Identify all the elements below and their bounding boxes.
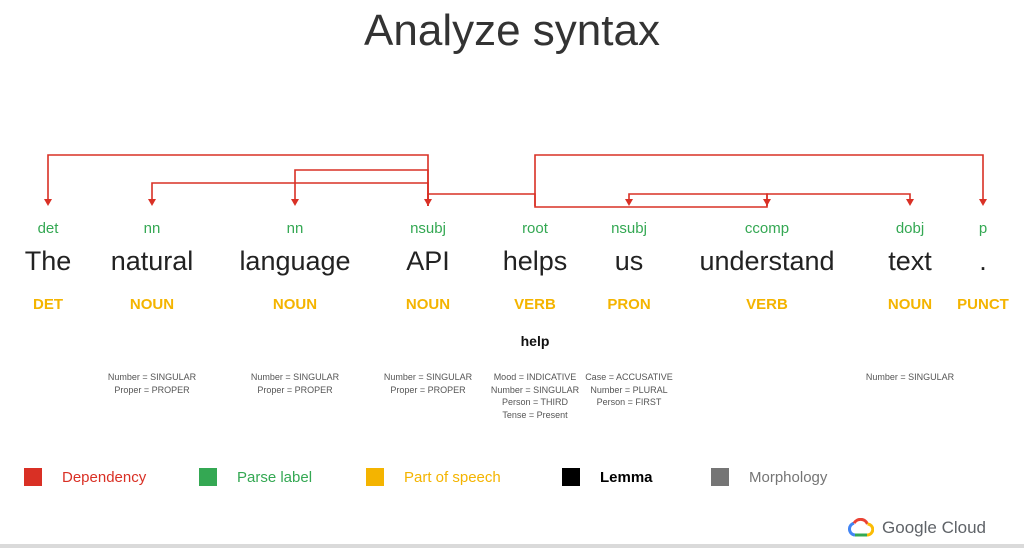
legend-item: Morphology <box>711 468 827 486</box>
parse-label: dobj <box>895 220 925 237</box>
morphology-feature: Person = FIRST <box>596 397 662 407</box>
morphology: Number = SINGULAR Proper = PROPER <box>363 371 493 396</box>
morphology-feature: Case = ACCUSATIVE <box>585 372 673 382</box>
parse-label: nn <box>143 220 161 237</box>
dependency-arc <box>424 193 536 206</box>
morphology: Case = ACCUSATIVE Number = PLURAL Person =… <box>564 371 694 409</box>
parse-label: ccomp <box>744 220 790 237</box>
dependency-arc <box>44 154 429 206</box>
part-of-speech: NOUN <box>405 296 451 313</box>
brand-name: Google Cloud <box>882 518 986 537</box>
morphology: Mood = INDICATIVE Number = SINGULAR Person… <box>470 371 600 421</box>
dependency-line <box>628 193 768 206</box>
part-of-speech: NOUN <box>887 296 933 313</box>
legend-item: Lemma <box>562 468 653 486</box>
parse-label: nsubj <box>410 220 446 237</box>
token-word: natural <box>110 246 194 276</box>
dependency-arc <box>534 154 987 206</box>
dependency-arrowhead <box>148 199 156 206</box>
token-word: us <box>614 246 644 276</box>
lemma: help <box>520 333 550 349</box>
part-of-speech: VERB <box>514 296 556 313</box>
dependency-arrowhead <box>291 199 299 206</box>
dependency-arrowhead <box>424 199 432 206</box>
legend-label: Lemma <box>600 468 653 486</box>
dependency-line <box>766 193 911 206</box>
dependency-line <box>47 154 429 206</box>
part-of-speech: DET <box>33 296 63 313</box>
page-title: Analyze syntax <box>364 6 660 55</box>
morphology-feature: Number = SINGULAR <box>107 372 197 382</box>
dependency-arrowhead <box>625 199 633 206</box>
dependency-arrowhead <box>979 199 987 206</box>
morphology-feature: Person = THIRD <box>501 397 569 407</box>
morphology: Number = SINGULAR Proper = PROPER <box>230 371 360 396</box>
dependency-arc <box>148 182 429 206</box>
dependency-arc <box>625 193 768 206</box>
dependency-swatch-icon <box>24 468 42 486</box>
token-word: API <box>406 246 450 276</box>
legend-label: Part of speech <box>404 468 501 486</box>
parse-label: nn <box>286 220 304 237</box>
legend: Dependency Parse label Part of speech Lemma… <box>0 468 1024 492</box>
morphology-feature: Proper = PROPER <box>257 384 333 395</box>
dependency-line <box>151 182 429 206</box>
token-word: understand <box>699 246 835 276</box>
morphology-feature: Number = SINGULAR <box>250 372 340 382</box>
morphology-feature: Number = PLURAL <box>590 384 668 395</box>
bottom-divider <box>0 544 1024 548</box>
legend-item: Part of speech <box>366 468 501 486</box>
morphology-feature: Number = SINGULAR <box>383 372 473 382</box>
legend-label: Dependency <box>62 468 147 486</box>
morphology-swatch-icon <box>711 468 729 486</box>
dependency-arc <box>766 193 914 206</box>
pos-swatch-icon <box>366 468 384 486</box>
dependency-line <box>534 200 768 208</box>
google-cloud-brand: Google Cloud <box>848 518 986 538</box>
morphology-feature: Proper = PROPER <box>390 384 466 395</box>
part-of-speech: NOUN <box>129 296 175 313</box>
dependency-line <box>294 169 429 206</box>
dependency-line <box>427 193 536 206</box>
google-cloud-logo-icon <box>848 518 875 537</box>
morphology-feature: Mood = INDICATIVE <box>493 372 577 382</box>
morphology-feature: Tense = Present <box>502 409 568 420</box>
parse-label: p <box>978 220 988 237</box>
dependency-arc <box>534 199 771 208</box>
parse-label: root <box>522 220 548 237</box>
token-word: The <box>24 246 72 276</box>
morphology-feature: Number = SINGULAR <box>490 384 580 395</box>
token-word: . <box>979 246 987 276</box>
parse-label: det <box>37 220 59 237</box>
dependency-arc <box>291 169 429 206</box>
legend-label: Morphology <box>749 468 828 486</box>
morphology-feature: Proper = PROPER <box>114 384 190 395</box>
dependency-arrowhead <box>906 199 914 206</box>
dependency-line <box>534 154 984 206</box>
lemma-swatch-icon <box>562 468 580 486</box>
parse-label-swatch-icon <box>199 468 217 486</box>
part-of-speech: VERB <box>746 296 788 313</box>
parse-label: nsubj <box>611 220 647 237</box>
morphology: Number = SINGULAR <box>845 371 975 384</box>
part-of-speech: PUNCT <box>957 296 1009 313</box>
part-of-speech: PRON <box>607 296 651 313</box>
morphology-feature: Number = SINGULAR <box>865 372 955 382</box>
legend-label: Parse label <box>237 468 313 486</box>
token-word: language <box>239 246 351 276</box>
dependency-arrowhead <box>44 199 52 206</box>
part-of-speech: NOUN <box>272 296 318 313</box>
token-word: text <box>888 246 932 276</box>
token-word: helps <box>502 246 568 276</box>
legend-item: Dependency <box>24 468 146 486</box>
legend-item: Parse label <box>199 468 312 486</box>
morphology: Number = SINGULAR Proper = PROPER <box>87 371 217 396</box>
